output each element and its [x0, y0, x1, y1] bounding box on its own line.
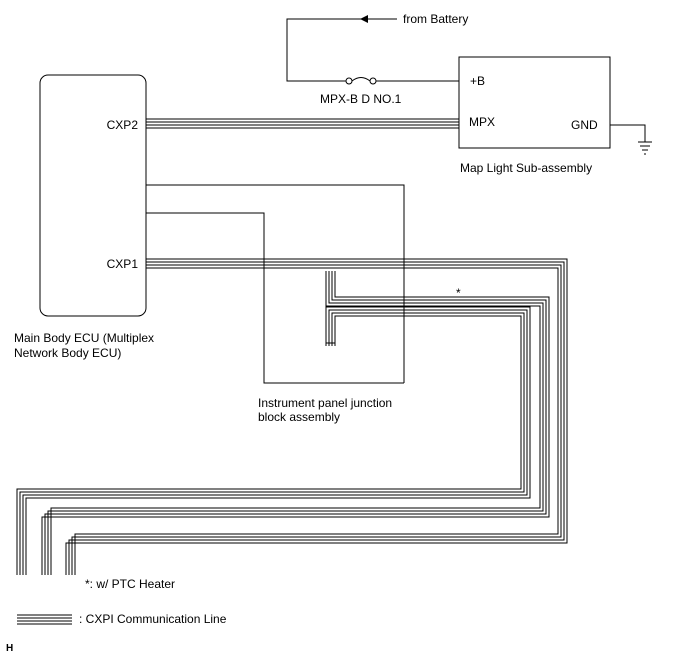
- junction-block-label-line2: block assembly: [258, 410, 340, 424]
- terminal-gnd: GND: [571, 118, 598, 132]
- ptc-heater-branch-line: [41, 271, 550, 575]
- battery-feed-wire: [286, 18, 459, 82]
- fuse-icon: [345, 77, 377, 85]
- main-body-ecu-box: [39, 74, 147, 317]
- terminal-cxp1: CXP1: [107, 257, 139, 271]
- terminal-cxp2: CXP2: [107, 118, 139, 132]
- junction-block-wire-inner: [146, 212, 404, 384]
- footnote: *: w/ PTC Heater: [85, 577, 175, 591]
- ptc-marker: *: [456, 286, 461, 300]
- battery-arrow-icon: [360, 15, 368, 23]
- main-body-ecu-label-line1: Main Body ECU (Multiplex: [14, 331, 154, 345]
- cxp2-communication-line: [146, 118, 459, 129]
- ground-icon: [610, 124, 652, 155]
- main-body-ecu-label-line2: Network Body ECU): [14, 346, 121, 360]
- cxp1-communication-line: [65, 258, 568, 575]
- legend-line-sample: [17, 614, 72, 625]
- junction-block-label-line1: Instrument panel junction: [258, 396, 392, 410]
- map-light-label: Map Light Sub-assembly: [460, 161, 592, 175]
- terminal-b: +B: [470, 74, 485, 88]
- junction-block-wire-outer: [146, 184, 405, 383]
- battery-label: from Battery: [403, 12, 468, 26]
- map-light-box: [458, 56, 611, 149]
- legend-label: : CXPI Communication Line: [79, 612, 227, 626]
- fuse-label: MPX-B D NO.1: [320, 92, 402, 106]
- terminal-mpx: MPX: [469, 115, 495, 129]
- figure-code: H: [6, 643, 13, 654]
- lower-branch-line: [16, 306, 531, 575]
